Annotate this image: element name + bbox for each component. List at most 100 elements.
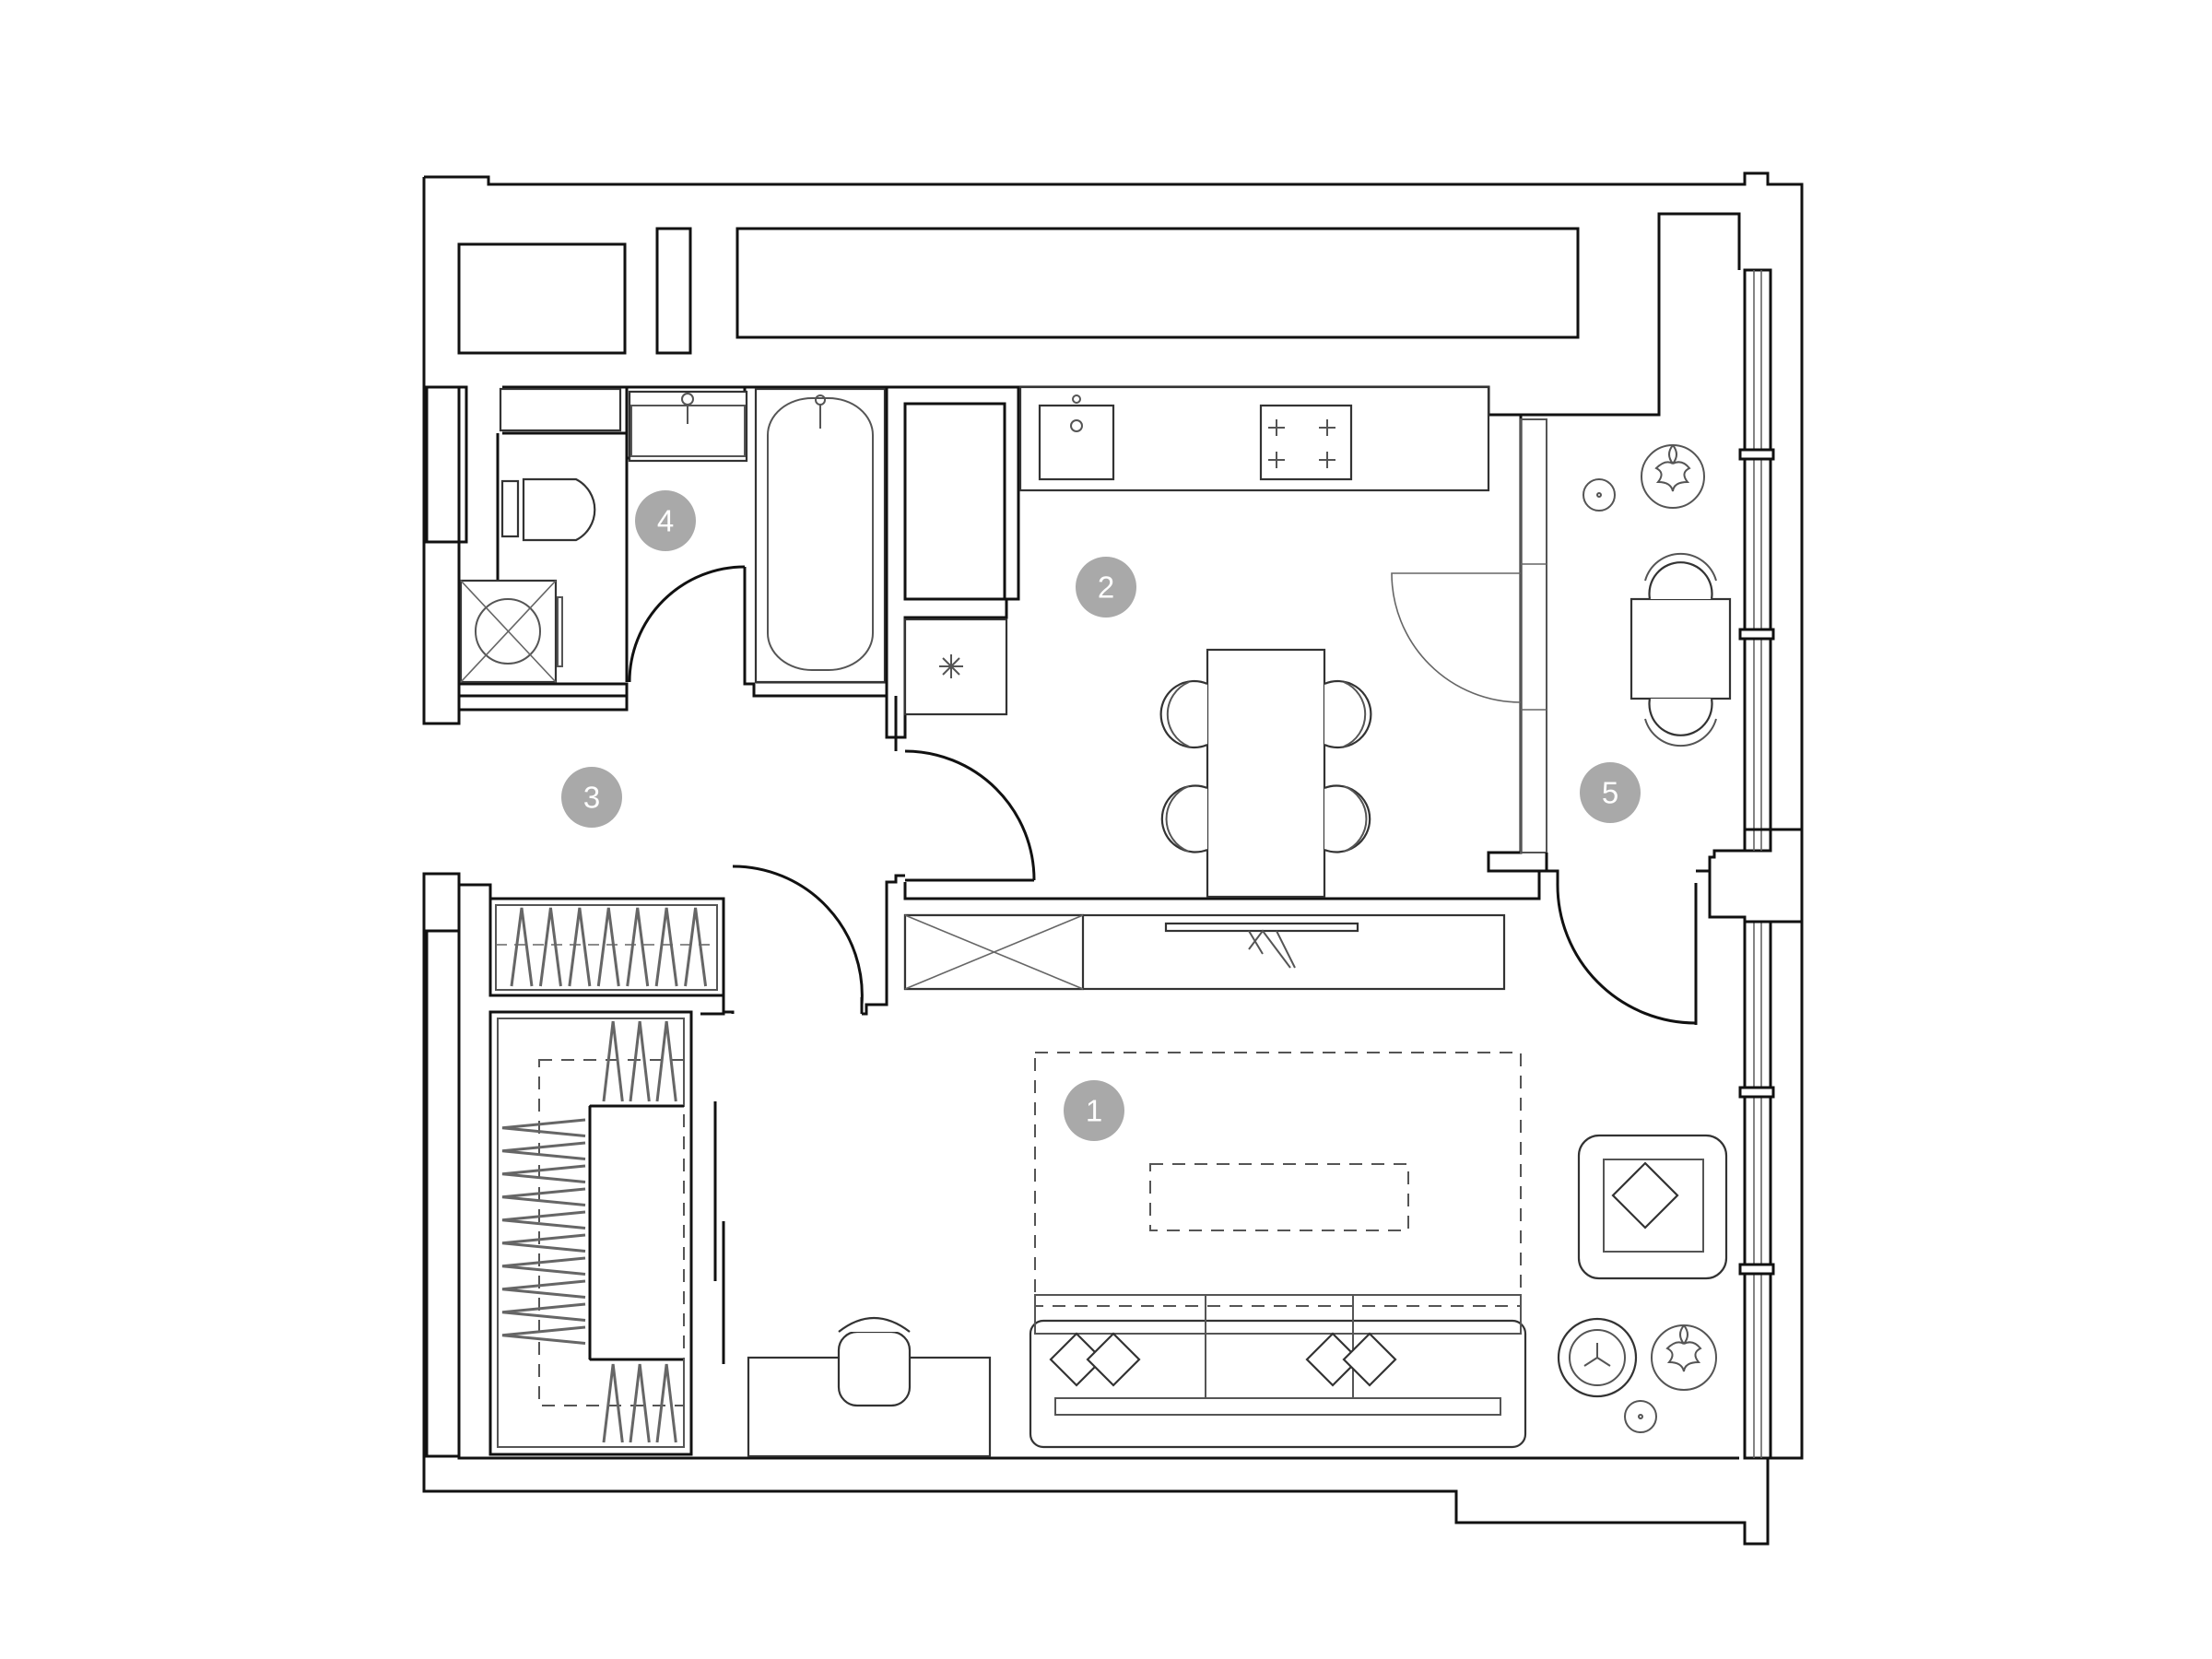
armchair [1577, 1134, 1728, 1280]
desk-chair-seat [837, 1330, 912, 1407]
balcony-chair-bottom [1648, 698, 1713, 736]
badge-circle [1076, 557, 1136, 618]
shaft-middle [655, 227, 692, 355]
room-badge-3: 3 [561, 767, 622, 828]
desk-chair [837, 1316, 912, 1407]
wardrobe-top-inner [495, 904, 718, 991]
bathroom-sink [628, 390, 748, 463]
hangers-top [510, 907, 708, 987]
hanger-marks [602, 1363, 677, 1443]
room-badges: 1 2 3 4 5 [561, 490, 1641, 1141]
shaft-left [457, 242, 627, 355]
chair-back [1343, 785, 1368, 853]
stove [1259, 404, 1353, 481]
window-mullion [1738, 448, 1775, 461]
side-table-center [1596, 492, 1602, 498]
sink-drain [1070, 419, 1083, 432]
hanger-marks [501, 1118, 586, 1345]
bathtub [754, 387, 887, 684]
window-mullion [1738, 1086, 1775, 1099]
cushion [1086, 1332, 1141, 1387]
bathtub-body [754, 387, 887, 684]
wardrobe-rail-dashed [538, 1059, 685, 1406]
sofa-back [1034, 1294, 1522, 1335]
shaft-long [735, 227, 1580, 339]
lamp-center [1638, 1414, 1643, 1419]
room-badge-4: 4 [635, 490, 696, 551]
desk-chair-back [838, 1316, 911, 1333]
dining-table [1206, 648, 1326, 899]
hallway [424, 865, 905, 1016]
sparkle-lines [939, 654, 963, 678]
badge-circle [1580, 762, 1641, 823]
room-badge-5: 5 [1580, 762, 1641, 823]
plant-icon [1641, 444, 1705, 509]
balcony-wall [1539, 853, 1710, 883]
bathroom-walls [457, 385, 747, 724]
entrance-door-swing [732, 865, 864, 1006]
dining-chairs [1159, 679, 1372, 853]
entrance-jamb [862, 874, 905, 1016]
chair-back [1343, 681, 1367, 747]
toilet-tank [500, 479, 520, 538]
wardrobe-left [488, 1010, 693, 1456]
bathtub-basin [767, 397, 874, 671]
badge-circle [561, 767, 622, 828]
toilet [500, 477, 596, 542]
window-mullion [1738, 1263, 1775, 1276]
chair [1324, 784, 1371, 853]
living-wall-niche [425, 929, 461, 1458]
balcony-table [1630, 597, 1732, 700]
chair-back [1165, 785, 1190, 853]
room-badge-1: 1 [1064, 1080, 1124, 1141]
sofa-front [1054, 1397, 1501, 1416]
sparkle-icon [939, 654, 963, 678]
kitchen-door-swing [904, 749, 1036, 881]
sofa [1029, 1294, 1527, 1449]
chair-back [1644, 718, 1717, 747]
floor-lamp-icon [1624, 1400, 1657, 1433]
plant-pot [1651, 1324, 1717, 1391]
hallway-walls [424, 872, 735, 1014]
window-frame-upper [1743, 268, 1772, 853]
window-frame-lower [1743, 920, 1772, 1460]
toilet-bowl [522, 477, 596, 542]
hallway-corner [700, 1012, 725, 1016]
balcony [1539, 444, 1732, 1025]
rug [1034, 1052, 1522, 1307]
room-label-3: 3 [583, 781, 600, 815]
plant-pot [1641, 444, 1705, 509]
fridge [903, 402, 1006, 601]
chair [1160, 784, 1208, 853]
stove-top [1259, 404, 1353, 481]
wardrobe-divider [588, 1104, 684, 1361]
balcony-door-swing [1391, 572, 1522, 703]
north-wall-block [424, 212, 1741, 724]
wall-pier [1708, 828, 1804, 924]
armchair-cushion [1611, 1161, 1679, 1230]
plant-icon-living [1651, 1324, 1717, 1391]
bathroom-door-swing [628, 565, 746, 683]
room-label-2: 2 [1098, 571, 1114, 605]
drawer-line [904, 914, 1084, 990]
hangers-left [501, 1020, 677, 1443]
kitchen-partition [894, 415, 1541, 900]
balcony-glass-partition [1520, 418, 1547, 853]
stove-burners [1268, 419, 1335, 468]
washing-machine [459, 579, 563, 684]
niche-left [425, 385, 468, 544]
cushion [1342, 1332, 1397, 1387]
cushion-icon [1049, 1332, 1397, 1387]
tv-stand [1248, 929, 1296, 969]
washer-line [460, 580, 557, 683]
outer-wall-line [422, 171, 1804, 1546]
sink-faucet [1072, 394, 1081, 404]
washer-door [557, 596, 563, 667]
kitchen-sink [1038, 404, 1115, 481]
hanger-marks [602, 1020, 677, 1102]
tv [1164, 922, 1359, 933]
plant-leaves [1654, 444, 1691, 492]
chair [1324, 679, 1372, 749]
kitchen-cabinet [903, 618, 1008, 716]
side-table-legs [1583, 1343, 1611, 1367]
